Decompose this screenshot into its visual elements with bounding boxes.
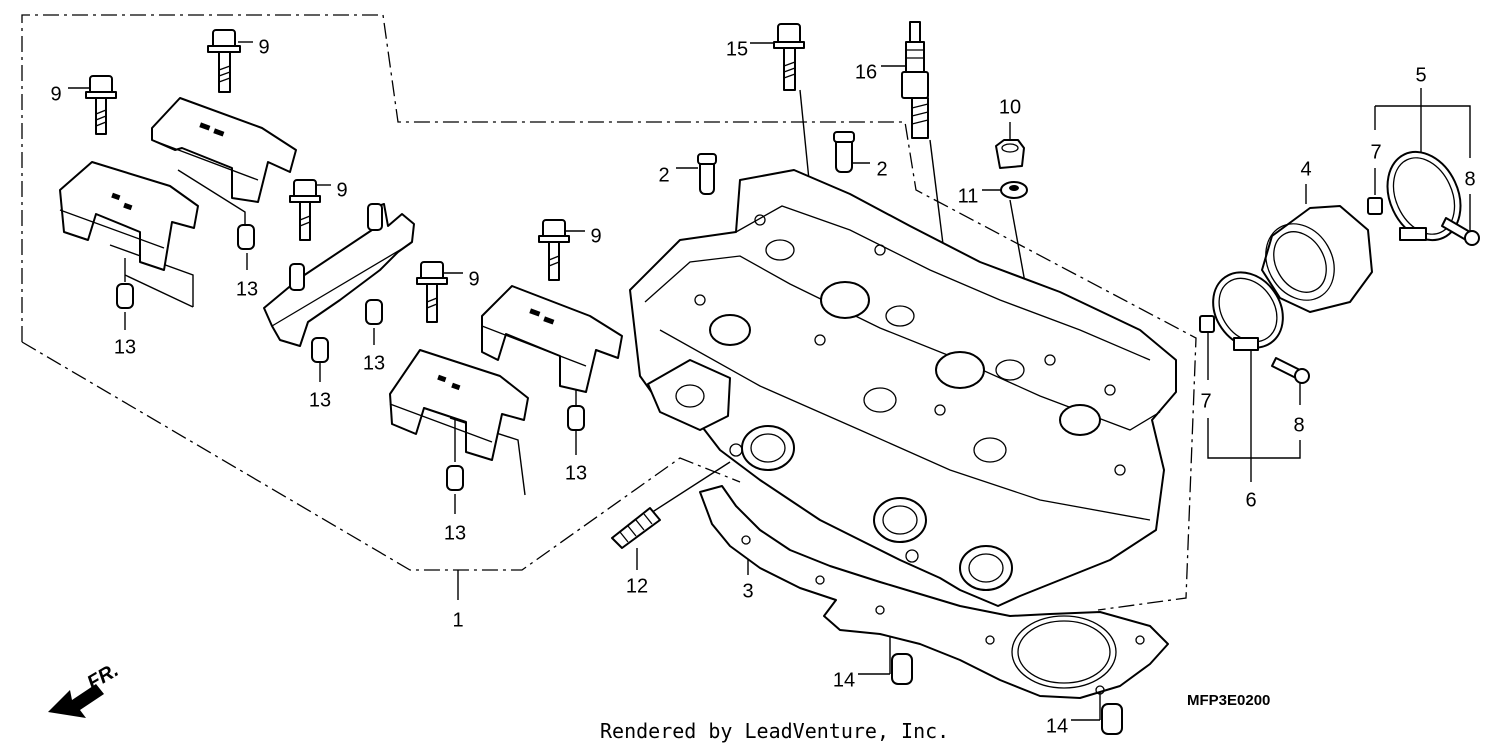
washer-11 [1000,181,1028,199]
bolt-parts [85,23,805,323]
dowel-pins-13 [116,224,585,491]
callout-c2a: 2 [658,164,669,186]
cam-holder-center [263,203,415,347]
assembly-boundary [21,14,1197,611]
cam-holder-upper-left [151,97,297,203]
bolt-9-middle [289,179,321,241]
callout-c14a: 14 [833,669,855,691]
lash-adjuster-2b [833,131,855,173]
bracket-lines [457,88,1471,600]
callout-c15: 15 [726,38,748,60]
cam-holder-left [59,161,199,271]
dowel-pins-14 [891,653,1123,735]
bolt-9-center [416,261,448,323]
front-arrow-icon [48,684,104,718]
cylinder-head [629,169,1177,607]
callout-c6: 6 [1245,489,1256,511]
cam-holder-right [481,285,623,393]
diagram-code: MFP3E0200 [1187,692,1270,709]
callout-c9e: 9 [468,268,479,290]
bolt-15 [773,23,805,91]
callout-c7a: 7 [1370,141,1381,163]
camshaft-holder-parts [59,97,623,461]
callout-c1: 1 [452,609,463,631]
leader-lines [68,41,1471,721]
callout-c11: 11 [958,185,979,207]
callout-c12: 12 [626,575,648,597]
callout-c13a: 13 [236,278,258,300]
callout-c13b: 13 [114,336,136,358]
callout-c2b: 2 [876,158,887,180]
callout-c9d: 9 [590,225,601,247]
nut-7-lower [1199,315,1215,333]
intake-insulator-4 [1261,205,1373,313]
nut-10 [995,139,1025,169]
stud-bolt-12 [611,507,661,549]
lash-adjuster-2a [697,153,717,195]
clamp-band-5 [1386,150,1462,242]
callout-c5: 5 [1415,64,1426,86]
callout-c16: 16 [855,61,877,83]
credit-text: Rendered by LeadVenture, Inc. [600,719,949,743]
callout-c13f: 13 [444,522,466,544]
callout-c13d: 13 [309,389,331,411]
callout-c9c: 9 [336,179,347,201]
cam-holder-lower [389,349,529,461]
clamp-band-6 [1212,271,1284,351]
callout-c7b: 7 [1200,390,1211,412]
callout-c3: 3 [742,580,753,602]
callout-c13e: 13 [565,462,587,484]
spark-plug-16 [901,21,929,139]
callout-c8b: 8 [1293,414,1304,436]
bolt-9-left [85,75,117,135]
callout-c13c: 13 [363,352,385,374]
bolt-9-top [207,29,241,93]
bolt-9-right [538,219,570,281]
callout-c9a: 9 [258,36,269,58]
nut-7-upper [1367,197,1383,215]
callout-c8a: 8 [1464,168,1475,190]
screw-8-upper [1441,217,1480,246]
callout-c10: 10 [999,96,1021,118]
callout-c4: 4 [1300,158,1311,180]
callout-c9b: 9 [50,83,61,105]
screw-8-lower [1271,357,1310,384]
callout-c14b: 14 [1046,715,1068,737]
head-gasket-3 [699,485,1169,699]
